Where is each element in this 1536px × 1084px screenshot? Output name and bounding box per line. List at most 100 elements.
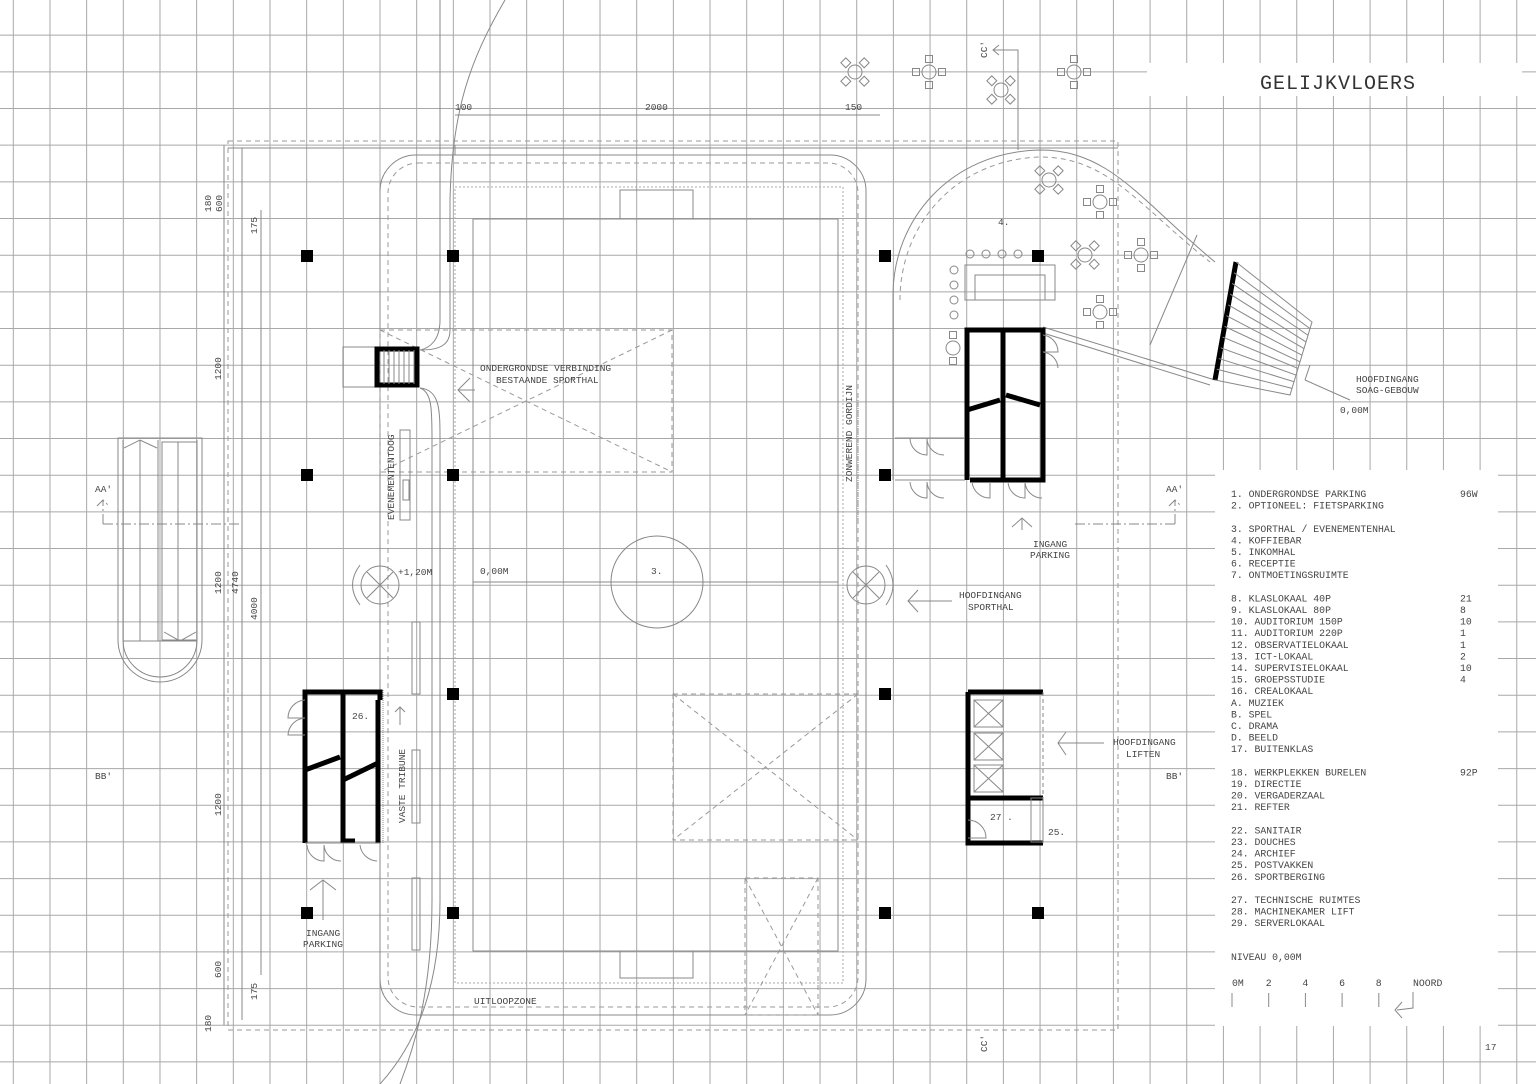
scale-label: 4 (1302, 978, 1308, 989)
dim-left-4740: 4740 (230, 571, 241, 594)
arrow-icon (1057, 731, 1104, 756)
legend-item: 7. ONTMOETINGSRUIMTE (1231, 570, 1349, 581)
column (879, 250, 891, 262)
revolving-door-west[interactable] (352, 564, 400, 606)
column (301, 469, 313, 481)
label-ingang-parking-east-2: PARKING (1030, 550, 1070, 561)
bar-stool (949, 280, 959, 290)
sporthal-inner (387, 162, 859, 1008)
north-arrow-icon (1394, 992, 1414, 1019)
column (447, 688, 459, 700)
legend-item: B. SPEL (1231, 709, 1272, 720)
arrow-icon (457, 377, 475, 403)
legend-item: 1. ONDERGRONDSE PARKING (1231, 489, 1366, 500)
legend-item: 23. DOUCHES (1231, 837, 1296, 848)
dim-top-150: 150 (845, 102, 862, 113)
scale-label: 6 (1339, 978, 1345, 989)
legend-count: 1 (1460, 628, 1466, 639)
page-number: 17 (1485, 1042, 1496, 1053)
room-number-25: 25. (1048, 827, 1065, 838)
legend-box (1215, 470, 1498, 1026)
dim-left-600-top: 600 (214, 195, 225, 212)
label-hoofdingang-sporthal-2: SPORTHAL (968, 602, 1014, 613)
bar-stool (1013, 249, 1023, 259)
cafe-table (1083, 295, 1117, 329)
revolving-door-east[interactable] (846, 564, 894, 606)
column (447, 250, 459, 262)
uitloopzone-line (454, 186, 844, 984)
room-number-27: 27 . (990, 812, 1013, 823)
stair-underground-link (374, 346, 420, 388)
dim-left-600-bottom: 600 (213, 961, 224, 978)
legend-item: 10. AUDITORIUM 150P (1231, 617, 1343, 628)
legend-item: 18. WERKPLEKKEN BURELEN (1231, 767, 1366, 778)
bar-stool (949, 265, 959, 275)
label-ondergrondse-verbinding: ONDERGRONDSE VERBINDING (480, 363, 611, 374)
column (447, 907, 459, 919)
scale-label: 8 (1376, 978, 1382, 989)
dim-left-180-top: 180 (203, 195, 214, 212)
label-hoofdingang-liften-2: LIFTEN (1126, 749, 1160, 760)
legend-item: C. DRAMA (1231, 721, 1278, 732)
section-bb-east: BB' (1166, 771, 1183, 782)
arrow-icon (309, 879, 337, 920)
column (879, 688, 891, 700)
section-aa: AA' AA' (95, 484, 1183, 525)
legend-item: 21. REFTER (1231, 802, 1290, 813)
legend-item: 24. ARCHIEF (1231, 849, 1296, 860)
legend-item: 22. SANITAIR (1231, 825, 1302, 836)
legend-item: 29. SERVERLOKAAL (1231, 918, 1325, 929)
dimension-lines: 100 2000 150 180 600 175 1200 1200 4740 … (203, 102, 880, 1032)
dim-left-1200-c: 1200 (213, 793, 224, 816)
label-vaste-tribune: VASTE TRIBUNE (397, 749, 408, 823)
column (879, 907, 891, 919)
legend-item: 14. SUPERVISIELOKAAL (1231, 663, 1349, 674)
page-title: GELIJKVLOERS (1260, 73, 1416, 96)
legend-level: NIVEAU 0,00M (1231, 952, 1302, 963)
arrow-icon (907, 589, 952, 613)
dim-top-100: 100 (455, 102, 472, 113)
bar-stool (965, 249, 975, 259)
label-hoofdingang-liften-1: HOOFDINGANG (1113, 737, 1176, 748)
arrow-icon (1304, 364, 1351, 401)
cafe-table (945, 331, 961, 365)
center-circle (610, 535, 704, 629)
section-aa-east: AA' (1166, 484, 1183, 495)
legend-count: 96W (1460, 489, 1478, 500)
lift (973, 764, 1004, 793)
legend-count: 2 (1460, 651, 1466, 662)
legend-item: 6. RECEPTIE (1231, 559, 1296, 570)
label-hoofdingang-sporthal-1: HOOFDINGANG (959, 590, 1022, 601)
legend-item: A. MUZIEK (1231, 698, 1284, 709)
legend-item: 2. OPTIONEEL: FIETSPARKING (1231, 501, 1384, 512)
legend-item: 16. CREALOKAAL (1231, 686, 1313, 697)
koffiebar-building: 4. (892, 149, 1313, 499)
cafe-table (1083, 185, 1117, 219)
scale-label: 2 (1266, 978, 1272, 989)
arrow-icon (1011, 517, 1033, 530)
cafe-table (1057, 55, 1091, 89)
core-west: 26. (287, 689, 383, 862)
legend-item: 15. GROEPSSTUDIE (1231, 675, 1325, 686)
label-bestaande-sporthal: BESTAANDE SPORTHAL (496, 375, 599, 386)
lift (973, 699, 1004, 728)
level-hall: 0,00M (480, 566, 509, 577)
legend-item: 5. INKOMHAL (1231, 547, 1296, 558)
cafe-table (1070, 240, 1100, 270)
room-number-3: 3. (651, 566, 662, 577)
label-zonwerend-gordijn: ZONWEREND GORDIJN (844, 385, 855, 482)
dim-left-175-bottom: 175 (249, 983, 260, 1000)
void-markings (379, 329, 859, 1016)
room-number-4: 4. (998, 217, 1009, 228)
goal-top (619, 189, 694, 220)
north-label: NOORD (1413, 978, 1443, 989)
legend-item: 3. SPORTHAL / EVENEMENTENHAL (1231, 524, 1396, 535)
cafe-table (986, 75, 1016, 105)
legend-item: 8. KLASLOKAAL 40P (1231, 593, 1331, 604)
room-number-26: 26. (352, 711, 369, 722)
legend-item: 19. DIRECTIE (1231, 779, 1302, 790)
legend-count: 10 (1460, 663, 1472, 674)
section-cc-south: CC' (979, 1035, 990, 1052)
